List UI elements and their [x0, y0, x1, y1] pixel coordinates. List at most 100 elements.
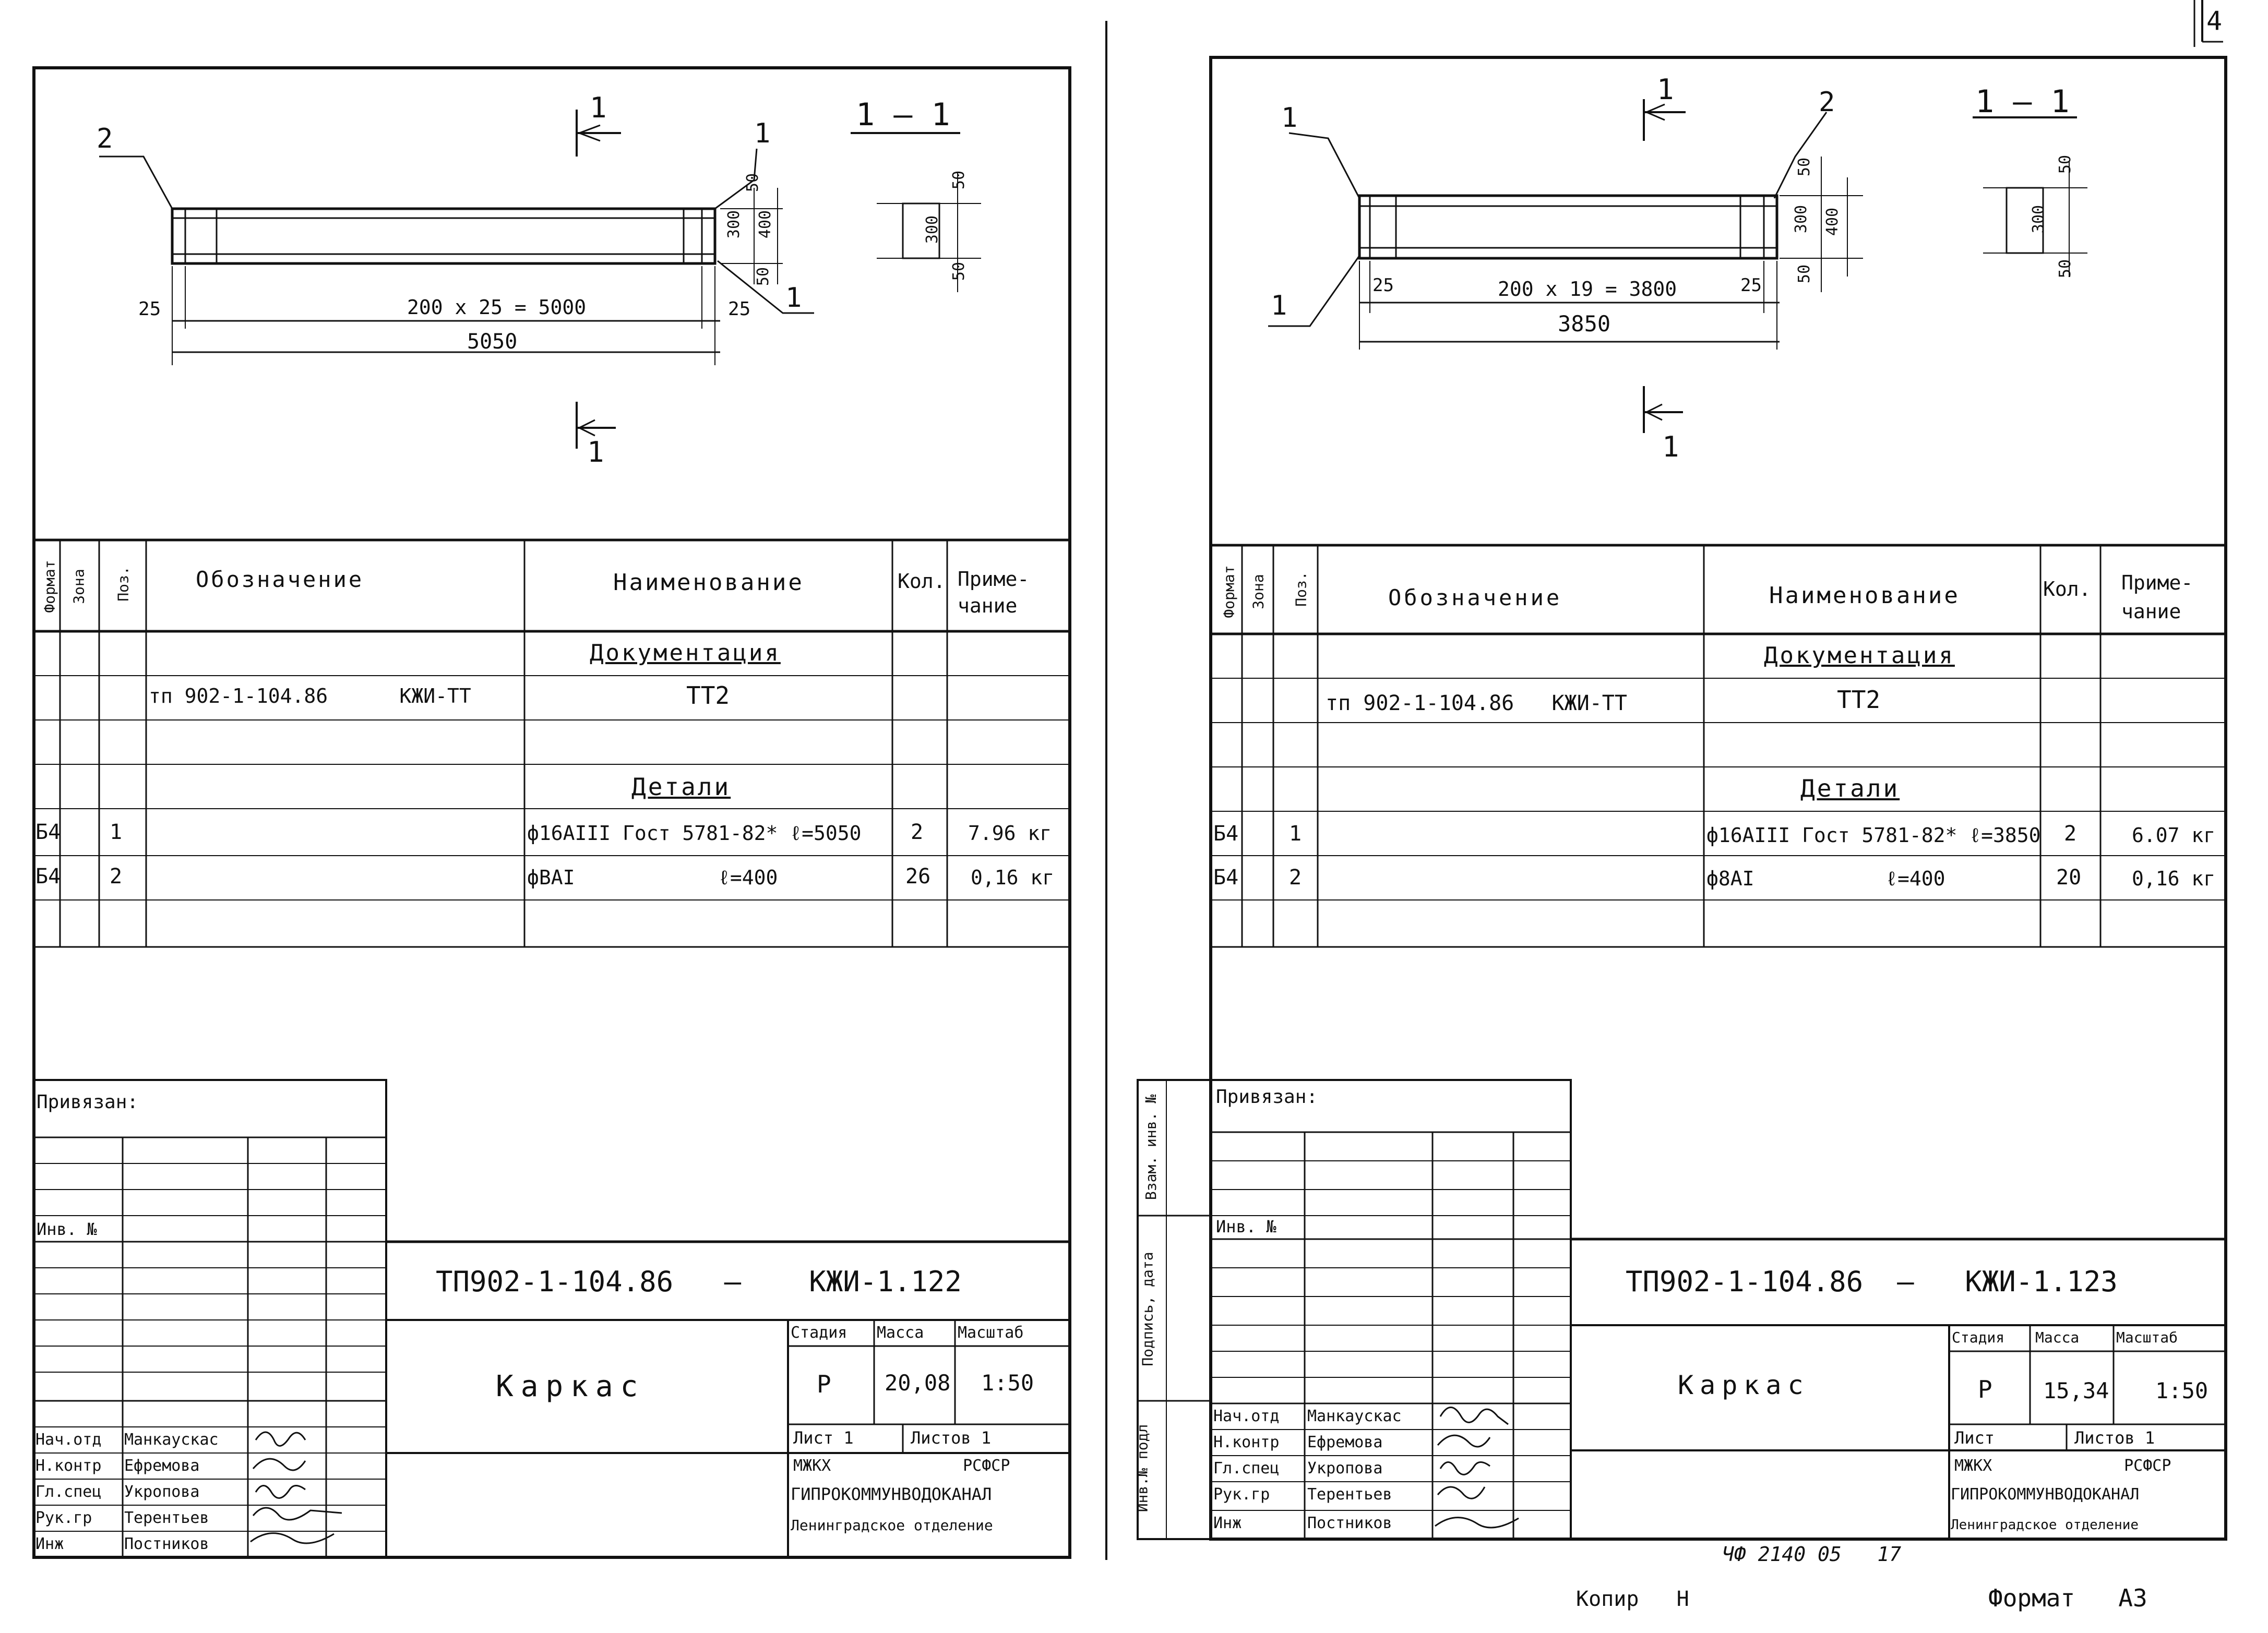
dim-end: 25	[138, 298, 161, 320]
stage-value: Р	[817, 1370, 831, 1398]
person-name: Укропова	[1307, 1459, 1383, 1478]
mass-label: Масса	[877, 1324, 924, 1342]
role: Нач.отд	[35, 1431, 102, 1449]
row-qty: 26	[905, 864, 931, 888]
scale-value: 1:50	[981, 1370, 1034, 1396]
pos-label: 1	[754, 118, 771, 149]
role: Рук.гр	[1213, 1485, 1270, 1504]
stage-label: Стадия	[791, 1324, 847, 1342]
doc-name: ТТ2	[686, 681, 730, 710]
section-docs: Документация	[1764, 642, 1955, 669]
row-note: 6.07 кг	[2132, 824, 2216, 847]
row-name: ф8АI ℓ=400	[1706, 867, 1945, 890]
footer-code: ЧФ 2140 05 17	[1722, 1543, 1902, 1566]
section-mark: 1	[590, 91, 607, 124]
role: Инж	[35, 1535, 64, 1553]
section-parts: Детали	[1800, 774, 1900, 802]
footer-copy: Копир Н	[1576, 1587, 1689, 1611]
org-institute: ГИПРОКОММУНВОДОКАНАЛ	[791, 1484, 992, 1504]
section-mark: 1	[587, 436, 604, 469]
inv-label: Инв. №	[37, 1219, 97, 1239]
section-mark: 1	[1657, 73, 1674, 106]
header-qty: Кол.	[898, 570, 946, 593]
row-pos: 2	[1289, 866, 1302, 890]
row-pos: 1	[110, 820, 123, 844]
inv-label: Инв. №	[1216, 1217, 1276, 1236]
person-name: Манкаускас	[124, 1431, 219, 1449]
role: Гл.спец	[35, 1483, 102, 1501]
doc-designation: тп 902-1-104.86 КЖИ-ТТ	[149, 685, 471, 707]
header-name: Наименование	[613, 569, 804, 596]
header-qty: Кол.	[2043, 578, 2091, 601]
doc-designation: тп 902-1-104.86 КЖИ-ТТ	[1326, 691, 1627, 715]
header-note: Приме- чание	[958, 568, 1030, 618]
section-parts: Детали	[631, 773, 731, 801]
person-name: Укропова	[124, 1483, 200, 1501]
sheet-number: 4	[2206, 6, 2223, 36]
bound-label: Привязан:	[1216, 1086, 1318, 1108]
doc-code: ТП902-1-104.86 — КЖИ-1.123	[1626, 1265, 2118, 1298]
drawing-title: Каркас	[1678, 1370, 1810, 1400]
row-format: Б4	[1213, 822, 1239, 846]
row-qty: 2	[911, 820, 924, 844]
person-name: Ефремова	[1307, 1433, 1383, 1451]
pos-label: 1	[1281, 102, 1298, 134]
dim-span: 200 x 19 = 3800	[1498, 278, 1677, 301]
sheets-label: Листов 1	[2074, 1428, 2155, 1448]
stage-value: Р	[1978, 1375, 1992, 1403]
person-name: Терентьев	[1307, 1485, 1392, 1504]
section-title: 1 — 1	[1975, 83, 2070, 120]
row-format: Б4	[35, 820, 61, 844]
row-pos: 1	[1289, 822, 1302, 846]
row-note: 0,16 кг	[2132, 867, 2216, 890]
org-branch: Ленинградское отделение	[791, 1517, 993, 1534]
row-note: 0,16 кг	[971, 866, 1055, 889]
mass-value: 15,34	[2043, 1378, 2109, 1403]
pos-label: 1	[785, 282, 802, 314]
row-format: Б4	[1213, 866, 1239, 890]
sheets-label: Листов 1	[911, 1428, 992, 1448]
dim-end: 25	[1740, 275, 1762, 296]
person-name: Манкаускас	[1307, 1407, 1402, 1425]
role: Инж	[1213, 1514, 1242, 1532]
role: Гл.спец	[1213, 1459, 1280, 1478]
dim-span: 200 x 25 = 5000	[407, 296, 587, 319]
person-name: Постников	[1307, 1514, 1392, 1532]
dim-total: 5050	[467, 330, 518, 354]
drawing-title: Каркас	[496, 1370, 646, 1403]
sheet-label: Лист 1	[793, 1428, 854, 1448]
row-name: ф16АIII Гост 5781-82* ℓ=3850	[1706, 824, 2041, 847]
footer-format: Формат А3	[1988, 1584, 2147, 1612]
org-ministry: МЖКХ РСФСР	[793, 1457, 1010, 1475]
dim-end: 25	[728, 298, 751, 320]
header-name: Наименование	[1769, 582, 1960, 609]
row-name: ф16АIII Гост 5781-82* ℓ=5050	[527, 822, 862, 845]
mass-value: 20,08	[885, 1370, 951, 1396]
row-qty: 2	[2064, 822, 2077, 846]
doc-name: ТТ2	[1837, 686, 1881, 714]
row-qty: 20	[2056, 866, 2082, 890]
person-name: Постников	[124, 1535, 209, 1553]
org-institute: ГИПРОКОММУНВОДОКАНАЛ	[1951, 1485, 2140, 1504]
section-docs: Документация	[590, 640, 781, 666]
section-mark: 1	[1662, 430, 1679, 463]
row-pos: 2	[110, 864, 123, 888]
header-note: Приме- чание	[2121, 571, 2193, 623]
pos-label: 2	[97, 123, 113, 154]
row-format: Б4	[35, 864, 61, 888]
role: Н.контр	[1213, 1433, 1280, 1451]
doc-code: ТП902-1-104.86 — КЖИ-1.122	[436, 1265, 962, 1298]
person-name: Терентьев	[124, 1509, 209, 1527]
header-designation: Обозначение	[1388, 585, 1562, 610]
row-name: фВАI ℓ=400	[527, 866, 778, 889]
scale-value: 1:50	[2155, 1378, 2209, 1403]
section-title: 1 — 1	[856, 97, 950, 133]
mass-label: Масса	[2035, 1329, 2080, 1346]
pos-label: 2	[1819, 87, 1835, 118]
dim-total: 3850	[1558, 311, 1611, 337]
role: Н.контр	[35, 1457, 102, 1475]
header-designation: Обозначение	[196, 567, 364, 592]
stage-label: Стадия	[1952, 1329, 2005, 1346]
